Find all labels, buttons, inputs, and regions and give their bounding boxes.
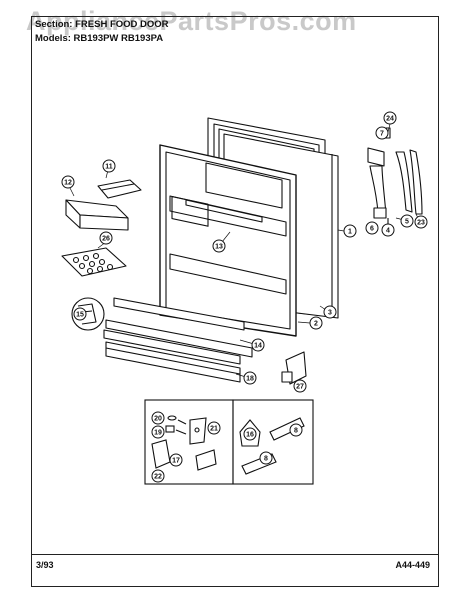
callout-15: 15 bbox=[73, 307, 87, 321]
svg-text:2: 2 bbox=[314, 321, 318, 328]
svg-text:3: 3 bbox=[328, 310, 332, 317]
svg-text:16: 16 bbox=[246, 432, 254, 439]
callout-6: 6 bbox=[365, 221, 379, 235]
svg-text:17: 17 bbox=[172, 458, 180, 465]
svg-text:13: 13 bbox=[215, 244, 223, 251]
callout-12: 12 bbox=[61, 175, 75, 189]
svg-text:21: 21 bbox=[210, 426, 218, 433]
callout-24: 24 bbox=[383, 111, 397, 125]
callout-5: 5 bbox=[400, 214, 414, 228]
callout-markers: 1 2 3 4 5 6 7 8 8 11 12 13 14 15 16 17 1… bbox=[61, 111, 428, 483]
svg-text:7: 7 bbox=[380, 131, 384, 138]
svg-text:12: 12 bbox=[64, 180, 72, 187]
footer-divider bbox=[31, 554, 439, 555]
svg-text:11: 11 bbox=[105, 164, 113, 171]
callout-19: 19 bbox=[151, 425, 165, 439]
callout-7: 7 bbox=[375, 126, 389, 140]
callout-17: 17 bbox=[169, 453, 183, 467]
callout-13: 13 bbox=[212, 239, 226, 253]
svg-text:4: 4 bbox=[386, 228, 390, 235]
model-numbers: Models: RB193PW RB193PA bbox=[35, 33, 164, 44]
callout-8b: 8 bbox=[259, 451, 273, 465]
svg-text:5: 5 bbox=[405, 219, 409, 226]
callout-1: 1 bbox=[343, 224, 357, 238]
svg-text:18: 18 bbox=[246, 376, 254, 383]
callout-3: 3 bbox=[323, 305, 337, 319]
hinge-cover-detail-box bbox=[232, 399, 314, 485]
svg-text:15: 15 bbox=[76, 312, 84, 319]
callout-14: 14 bbox=[251, 338, 265, 352]
door-hinge-parts bbox=[367, 127, 423, 226]
dairy-compartment-part bbox=[65, 199, 129, 231]
svg-text:19: 19 bbox=[154, 430, 162, 437]
watermark: AppliancePartsPros.com bbox=[26, 6, 357, 36]
hinge-detail-parts bbox=[151, 415, 217, 471]
inner-door-liner bbox=[159, 144, 297, 337]
callout-18: 18 bbox=[243, 371, 257, 385]
svg-text:26: 26 bbox=[102, 236, 110, 243]
callout-22: 22 bbox=[151, 469, 165, 483]
dairy-door-part bbox=[97, 179, 142, 199]
svg-text:6: 6 bbox=[370, 226, 374, 233]
callout-4: 4 bbox=[381, 223, 395, 237]
svg-text:8: 8 bbox=[294, 428, 298, 435]
door-shelf-bars bbox=[103, 297, 253, 383]
callout-2: 2 bbox=[309, 316, 323, 330]
svg-text:14: 14 bbox=[254, 343, 262, 350]
svg-text:27: 27 bbox=[296, 384, 304, 391]
svg-text:24: 24 bbox=[386, 116, 394, 123]
egg-tray-part bbox=[61, 247, 127, 277]
svg-text:1: 1 bbox=[348, 229, 352, 236]
svg-text:22: 22 bbox=[154, 474, 162, 481]
section-title: Section: FRESH FOOD DOOR bbox=[35, 19, 169, 30]
diagram-frame bbox=[31, 16, 439, 587]
diagram-code: A44-449 bbox=[395, 560, 430, 570]
callout-20: 20 bbox=[151, 411, 165, 425]
callout-26: 26 bbox=[99, 231, 113, 245]
callout-21: 21 bbox=[207, 421, 221, 435]
callout-23: 23 bbox=[414, 215, 428, 229]
svg-text:8: 8 bbox=[264, 456, 268, 463]
callout-11: 11 bbox=[102, 159, 116, 173]
callout-27: 27 bbox=[293, 379, 307, 393]
handle-bracket-part bbox=[281, 351, 307, 385]
callout-16: 16 bbox=[243, 427, 257, 441]
svg-text:20: 20 bbox=[154, 416, 162, 423]
callout-8a: 8 bbox=[289, 423, 303, 437]
svg-text:23: 23 bbox=[417, 220, 425, 227]
revision-date: 3/93 bbox=[36, 560, 54, 570]
